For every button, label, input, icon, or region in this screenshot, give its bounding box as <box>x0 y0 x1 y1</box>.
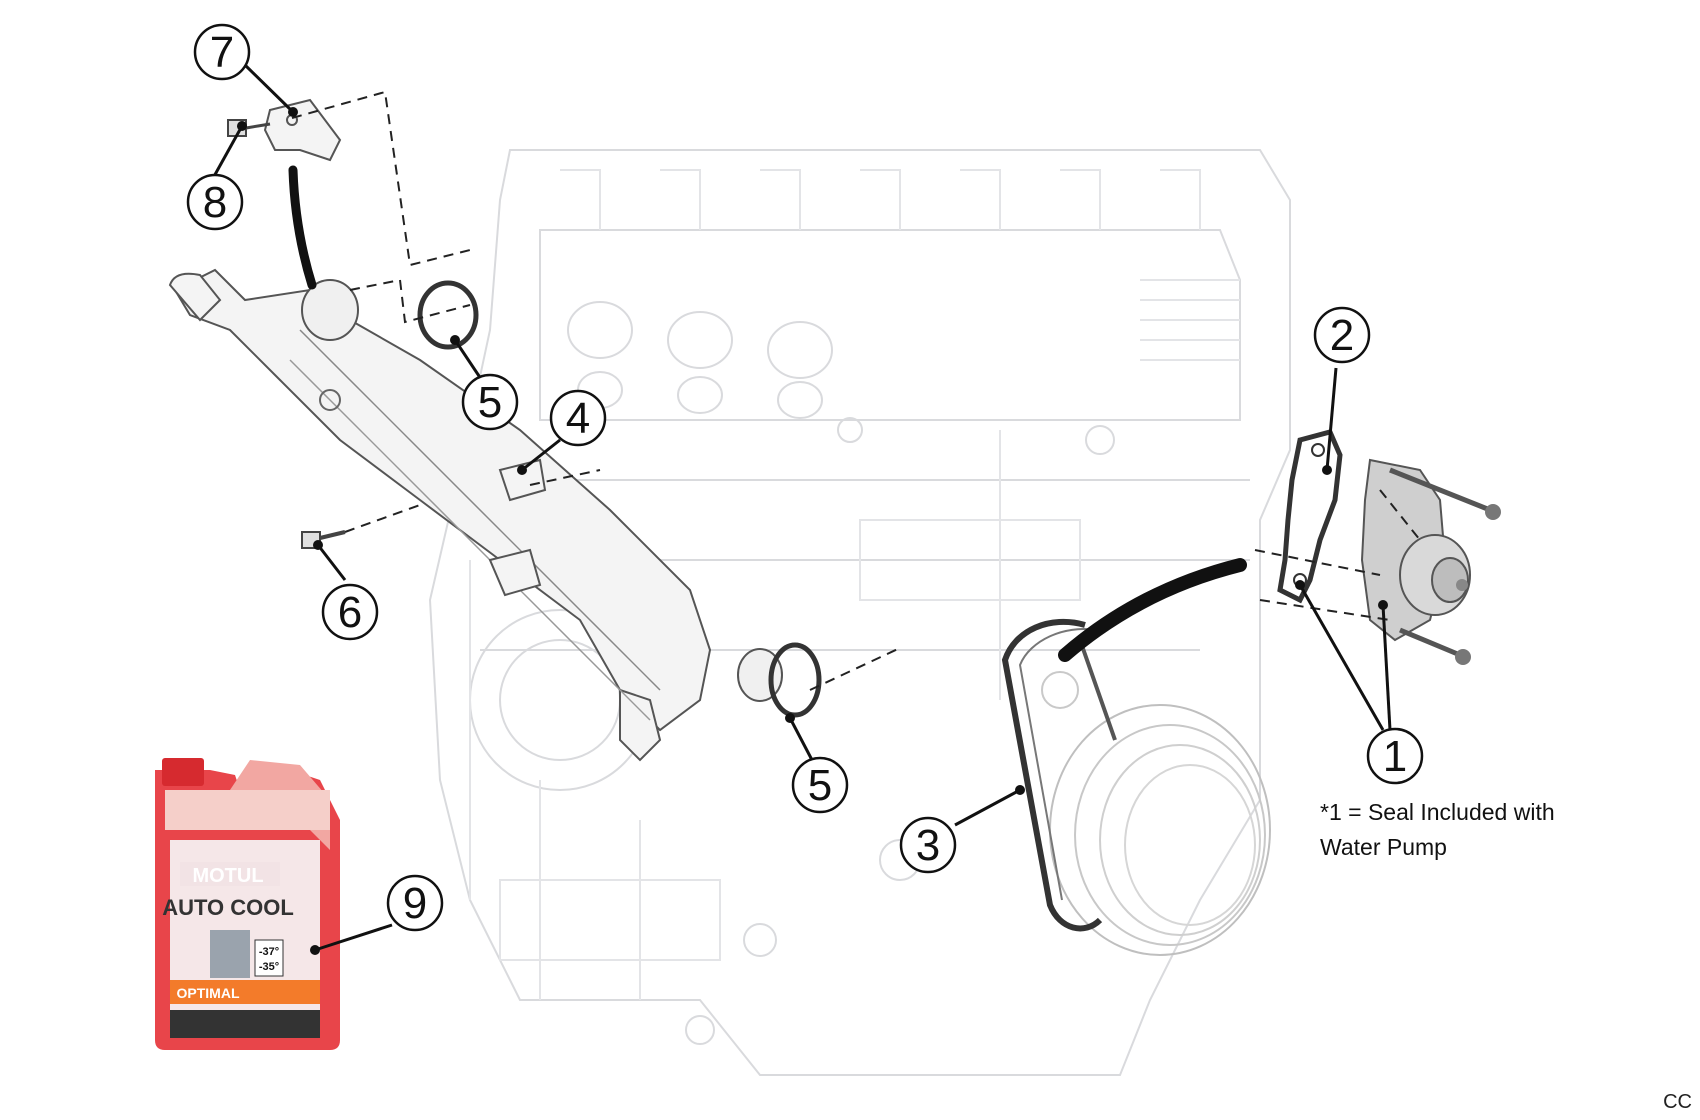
callout-4-label: 4 <box>566 394 590 443</box>
assembly-dashed-lines <box>291 90 901 691</box>
callout-3-label: 3 <box>916 821 940 870</box>
seal-note-line1: *1 = Seal Included with <box>1320 799 1555 825</box>
callout-7-label: 7 <box>210 28 234 77</box>
bottle-temp1: -37° <box>259 946 279 958</box>
callout-5-upper: 5 <box>461 373 519 431</box>
drive-belt <box>1001 618 1117 932</box>
callout-leaders <box>210 63 1392 952</box>
bracket-bolt <box>227 119 271 137</box>
coolant-bottle <box>155 758 340 1050</box>
callout-2: 2 <box>1313 306 1371 364</box>
bottle-grade: OPTIMAL <box>177 985 240 1001</box>
hose-to-water-pump <box>1058 558 1247 662</box>
bottle-temp2: -35° <box>259 961 279 973</box>
seal-note: *1 = Seal Included with Water Pump <box>1320 795 1620 865</box>
callout-7: 7 <box>193 23 251 81</box>
callout-9-label: 9 <box>403 879 427 928</box>
water-pump <box>1254 458 1501 665</box>
callout-1: 1 <box>1366 727 1424 785</box>
callout-6-label: 6 <box>338 588 362 637</box>
callout-4: 4 <box>549 389 607 447</box>
pipe-bolt <box>301 530 346 549</box>
callout-2-label: 2 <box>1330 311 1354 360</box>
o-ring-lower <box>768 642 822 718</box>
callout-5-upper-label: 5 <box>478 378 502 427</box>
callout-1-label: 1 <box>1383 732 1407 781</box>
callout-5-lower-label: 5 <box>808 761 832 810</box>
bottle-brand: MOTUL <box>192 865 263 887</box>
callout-9: 9 <box>386 874 444 932</box>
callout-8-label: 8 <box>203 178 227 227</box>
seal-note-line2: Water Pump <box>1320 834 1447 860</box>
o-ring-upper <box>417 280 479 350</box>
callout-8: 8 <box>186 173 244 231</box>
coolant-pipe-assembly <box>168 268 783 762</box>
callout-3: 3 <box>899 816 957 874</box>
engine-block-outline <box>428 149 1291 1076</box>
leader-endpoints <box>237 107 1388 955</box>
bracket-hose <box>288 165 317 290</box>
mounting-bracket <box>263 98 342 162</box>
corner-label: CC <box>1663 1091 1692 1113</box>
callout-5-lower: 5 <box>791 756 849 814</box>
callout-6: 6 <box>321 583 379 641</box>
water-pump-gasket <box>1277 429 1343 604</box>
bottle-product: AUTO COOL <box>162 895 294 920</box>
crank-pulley <box>1049 704 1271 956</box>
